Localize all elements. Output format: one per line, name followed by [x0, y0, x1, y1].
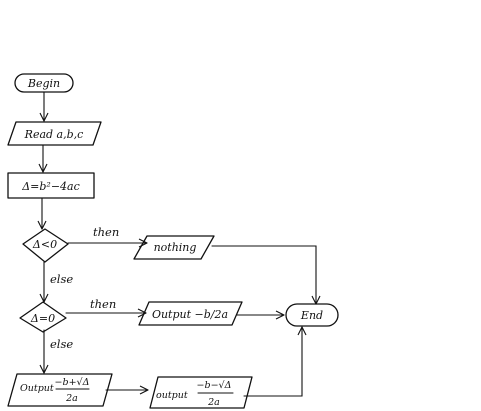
edge-label-else-1: else	[50, 272, 73, 286]
node-begin-shape	[14, 73, 74, 93]
node-assign: Δ=b²−4ac	[7, 172, 95, 199]
edge-labels: then else then else	[50, 225, 119, 351]
node-nothing-shape	[133, 235, 215, 260]
node-read: Read a,b,c	[7, 121, 102, 146]
node-output-2-shape	[149, 376, 253, 409]
node-end-label: End	[300, 309, 323, 322]
node-cond2-label: Δ=0	[30, 312, 55, 325]
edges	[37, 91, 321, 397]
node-nothing: nothing	[133, 235, 215, 260]
edge-label-else-2: else	[50, 337, 73, 351]
node-cond1-label: Δ<0	[32, 238, 57, 251]
node-output-1-prefix: Output	[20, 383, 54, 394]
node-assign-label: Δ=b²−4ac	[21, 180, 80, 193]
node-output-zero-shape	[138, 301, 243, 326]
edge-output2-end	[243, 326, 307, 397]
node-output-2-denominator: 2a	[207, 397, 220, 408]
edge-nothing-end	[211, 245, 321, 305]
node-begin: Begin	[14, 73, 74, 93]
node-output-2-numerator: −b−√Δ	[197, 380, 232, 391]
edge-label-then-2: then	[90, 297, 116, 311]
node-output-zero-label: Output −b/2a	[152, 308, 228, 321]
node-output-1: Output −b+√Δ 2a	[7, 373, 113, 407]
node-output-1-shape	[7, 373, 113, 407]
edge-label-then-1: then	[93, 225, 119, 239]
node-output-2-prefix: output	[156, 390, 188, 401]
node-output-zero: Output −b/2a	[138, 301, 243, 326]
node-cond1-shape	[22, 228, 69, 263]
node-begin-label: Begin	[27, 77, 60, 90]
node-cond2: Δ=0	[19, 301, 67, 333]
node-read-shape	[7, 121, 102, 146]
node-end: End	[285, 303, 339, 327]
node-output-1-numerator: −b+√Δ	[55, 377, 90, 388]
node-assign-shape	[7, 172, 95, 199]
node-cond2-shape	[19, 301, 67, 333]
node-output-1-denominator: 2a	[65, 393, 78, 404]
node-output-2: output −b−√Δ 2a	[149, 376, 253, 409]
node-end-shape	[285, 303, 339, 327]
node-read-label: Read a,b,c	[24, 128, 84, 141]
node-cond1: Δ<0	[22, 228, 69, 263]
node-nothing-label: nothing	[154, 241, 197, 254]
